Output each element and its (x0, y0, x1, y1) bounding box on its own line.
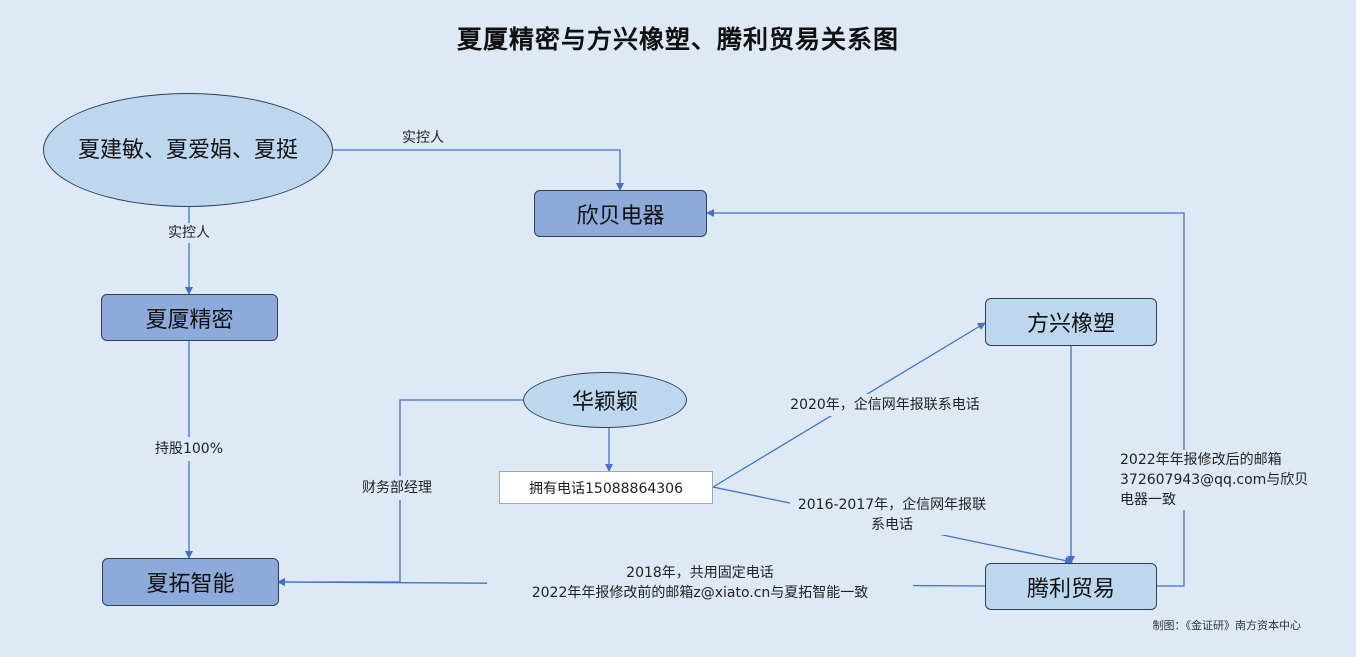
label-phone-2020: 2020年，企信网年报联系电话 (772, 394, 998, 416)
node-controllers: 夏建敏、夏爱娟、夏挺 (43, 93, 333, 207)
edge-control-xinbei (333, 149, 624, 191)
label-control-xiasha: 实控人 (150, 223, 228, 243)
label-control-xinbei: 实控人 (372, 128, 474, 148)
node-xiasha-label: 夏厦精密 (145, 307, 234, 333)
node-phone: 拥有电话15088864306 (499, 471, 713, 504)
edge-tengli-xinbei (706, 209, 1185, 587)
node-huayingying-label: 华颖颖 (571, 390, 638, 415)
label-email-after: 2022年年报修改后的邮箱372607943@qq.com与欣贝电器一致 (1118, 450, 1312, 510)
node-tengli: 腾利贸易 (985, 563, 1157, 610)
label-holding: 持股100% (140, 437, 238, 461)
label-shared-phone-line2: 2022年年报修改前的邮箱z@xiato.cn与夏拓智能一致 (487, 583, 913, 603)
node-huayingying: 华颖颖 (523, 372, 687, 428)
label-phone-2016: 2016-2017年，企信网年报联系电话 (790, 495, 994, 535)
credit-note: 制图：《金证研》南方资本中心 (1152, 619, 1302, 632)
label-finance-manager: 财务部经理 (350, 476, 444, 500)
diagram-title: 夏厦精密与方兴橡塑、腾利贸易关系图 (456, 25, 899, 54)
node-xiasha: 夏厦精密 (101, 294, 278, 341)
node-xinbei-label: 欣贝电器 (576, 203, 665, 229)
node-xinbei: 欣贝电器 (534, 190, 707, 237)
node-xiatuo-label: 夏拓智能 (146, 572, 235, 597)
node-tengli-label: 腾利贸易 (1026, 576, 1115, 602)
node-fangxing-label: 方兴橡塑 (1026, 312, 1115, 337)
label-shared-phone-line1: 2018年，共用固定电话 (487, 563, 913, 583)
node-controllers-label: 夏建敏、夏爱娟、夏挺 (77, 137, 298, 163)
node-phone-label: 拥有电话15088864306 (529, 480, 683, 497)
node-fangxing: 方兴橡塑 (985, 298, 1157, 346)
node-xiatuo: 夏拓智能 (102, 558, 279, 606)
